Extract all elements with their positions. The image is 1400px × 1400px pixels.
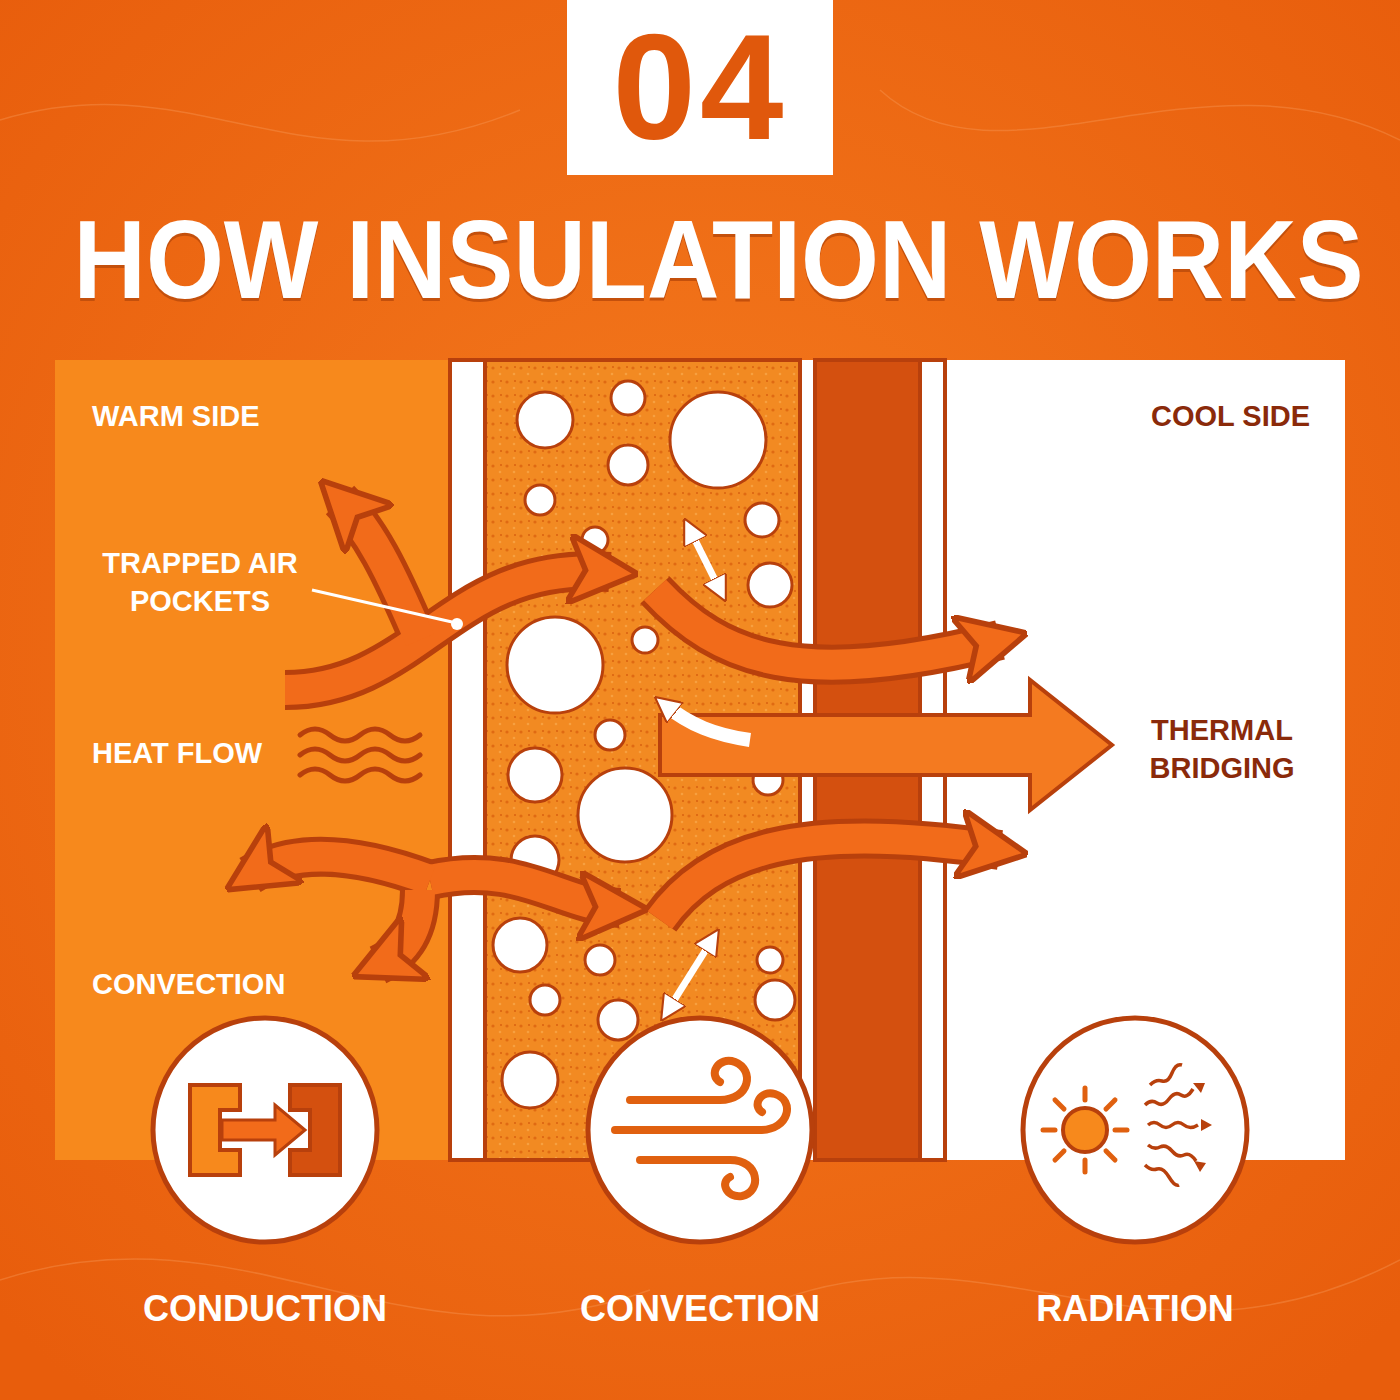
circle-outline (1020, 1015, 1250, 1245)
thermal-bridge-arrow (660, 680, 1112, 810)
air-pocket (525, 485, 555, 515)
side-label: TRAPPED AIR POCKETS (80, 545, 320, 620)
number-box: 04 (567, 0, 833, 175)
circle-border (153, 1018, 377, 1242)
icon-circle: RADIATION (1020, 1015, 1250, 1245)
air-pocket (608, 445, 648, 485)
air-pocket (493, 918, 547, 972)
leader-line (312, 590, 452, 622)
mode-label: CONDUCTION (55, 1287, 475, 1330)
side-label: CONVECTION (92, 966, 332, 1004)
icon-circle-fill (587, 1017, 813, 1243)
mode-label: CONVECTION (490, 1287, 910, 1330)
air-pocket (670, 392, 766, 488)
icon-circle-fill (1022, 1017, 1248, 1243)
side-label: HEAT FLOW (92, 735, 292, 773)
side-label: WARM SIDE (92, 398, 352, 436)
air-pocket (585, 945, 615, 975)
icon-circle: CONVECTION (585, 1015, 815, 1245)
air-pocket (632, 627, 658, 653)
convection-icon (615, 1061, 787, 1196)
air-pocket (578, 768, 672, 862)
side-label: THERMAL BRIDGING (1122, 712, 1322, 787)
icon-circle: CONDUCTION (150, 1015, 380, 1245)
air-pocket (517, 392, 573, 448)
side-label: COOL SIDE (1060, 398, 1310, 436)
heat-waves (300, 729, 420, 781)
air-pocket (595, 720, 625, 750)
air-pocket (582, 527, 608, 553)
circle-border (1023, 1018, 1247, 1242)
air-pocket (745, 503, 779, 537)
air-pocket (507, 617, 603, 713)
air-pocket (508, 748, 562, 802)
circle-outline (150, 1015, 380, 1245)
conduction-icon (190, 1085, 340, 1175)
callout-number: 04 (567, 0, 833, 175)
radiation-icon (1043, 1065, 1212, 1186)
icon-circle-fill (152, 1017, 378, 1243)
circle-border (588, 1018, 812, 1242)
smoke-lines (0, 90, 1400, 1316)
air-pocket (611, 381, 645, 415)
air-pocket (502, 1052, 558, 1108)
air-pocket (748, 563, 792, 607)
air-pocket (755, 980, 795, 1020)
circle-outline (585, 1015, 815, 1245)
white-arrows (665, 530, 750, 1010)
mode-label: RADIATION (925, 1287, 1345, 1330)
number-box (567, 0, 833, 175)
air-pocket (530, 985, 560, 1015)
drywall (450, 360, 485, 1160)
air-pocket (757, 947, 783, 973)
air-pocket (598, 1000, 638, 1040)
title: HOW INSULATION WORKS (74, 198, 1327, 321)
leader-dot (451, 618, 463, 630)
